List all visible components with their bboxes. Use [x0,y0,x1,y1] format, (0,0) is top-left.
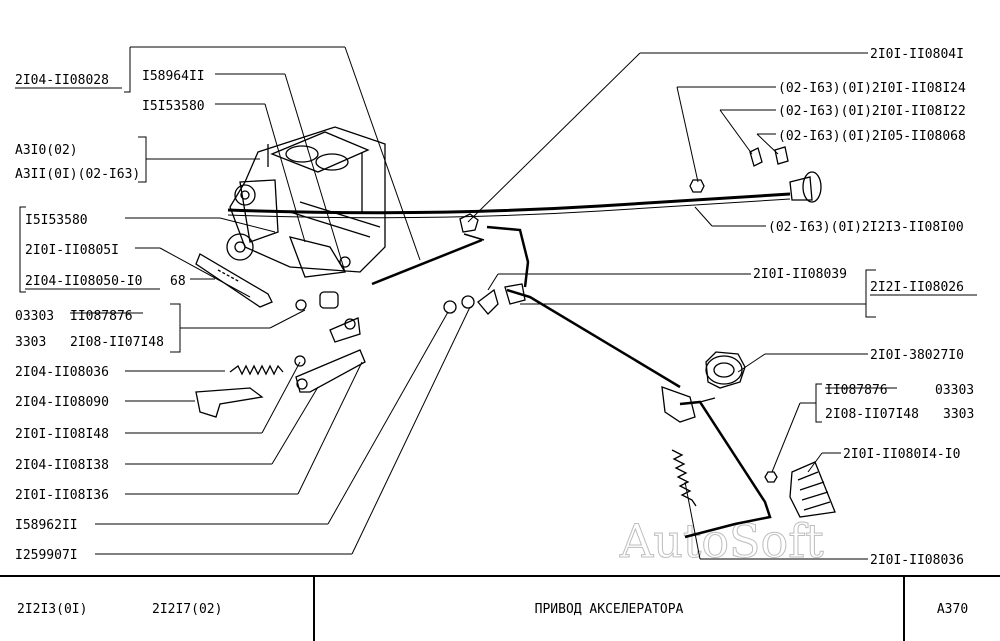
part-label: A3I0(02) [15,143,78,158]
pedal-pad [789,461,836,518]
part-label: II087876 [825,383,888,398]
part-label: I5I53580 [25,213,88,228]
part-label: 2I0I-II080I4-I0 [843,447,960,462]
part-label: 2I0I-II0804I [870,47,964,62]
part-label: 2I0I-II08I36 [15,488,109,503]
watermark: AutoSoft [619,514,824,568]
part-label: 2I0I-II08036 [870,553,964,568]
part-label: I5I53580 [142,99,205,114]
part-label: 2I0I-38027I0 [870,348,964,363]
right-labels: 2I0I-II0804I (02-I63)(0I)2I0I-II08I24 (0… [753,47,977,568]
sheet-number: A370 [936,601,969,617]
part-label: 2I0I-II0805I [25,243,119,258]
pedal-shaft [486,225,772,539]
part-label: (02-I63)(0I)2I0I-II08I24 [778,81,966,96]
part-label: A3II(0I)(02-I63) [15,167,140,182]
part-label: 2I04-II08050-I0 [25,274,142,289]
part-label: 2I04-II08I38 [15,458,109,473]
left-labels: 2I04-II08028 I58964II I5I53580 A3I0(02) … [15,69,205,563]
adjuster-rod [195,253,273,308]
part-label: 2I0I-II08039 [753,267,847,282]
part-label: II087876 [70,309,133,324]
part-label: I259907I [15,548,78,563]
part-label: (02-I63)(0I)2I0I-II08I22 [778,104,966,119]
part-label: 2I08-II07I48 [70,335,164,350]
part-label: I58962II [15,518,78,533]
title-block: 2I2I3(0I) 2I2I7(02) ПРИВОД АКСЕЛЕРАТОРА … [0,575,1000,641]
part-label: 2I04-II08090 [15,395,109,410]
part-label: I58964II [142,69,205,84]
part-label: 2I04-II08036 [15,365,109,380]
parts [195,126,836,539]
part-label: 2I08-II07I48 [825,407,919,422]
part-label: 2I0I-II08I48 [15,427,109,442]
part-label: 03303 [935,383,974,398]
part-label: 2I04-II08028 [15,73,109,88]
part-label: 68 [170,274,186,289]
part-label: 2I2I-II08026 [870,280,964,295]
cable-knob [789,171,822,203]
rubber-boot [705,351,746,389]
drawing-title: ПРИВОД АКСЕЛЕРАТОРА [315,577,905,641]
part-label: 3303 [943,407,974,422]
left-leaders [19,46,471,555]
part-label: (02-I63)(0I)2I05-II08068 [778,129,966,144]
part-label: 3303 [15,335,46,350]
model-code-b: 2I2I7(02) [152,601,223,617]
part-label: 03303 [15,309,54,324]
carburettor [226,126,386,278]
model-code-a: 2I2I3(0I) [17,601,88,617]
part-label: (02-I63)(0I)2I2I3-II08I00 [768,220,964,235]
model-cell: 2I2I3(0I) 2I2I7(02) [0,577,315,641]
